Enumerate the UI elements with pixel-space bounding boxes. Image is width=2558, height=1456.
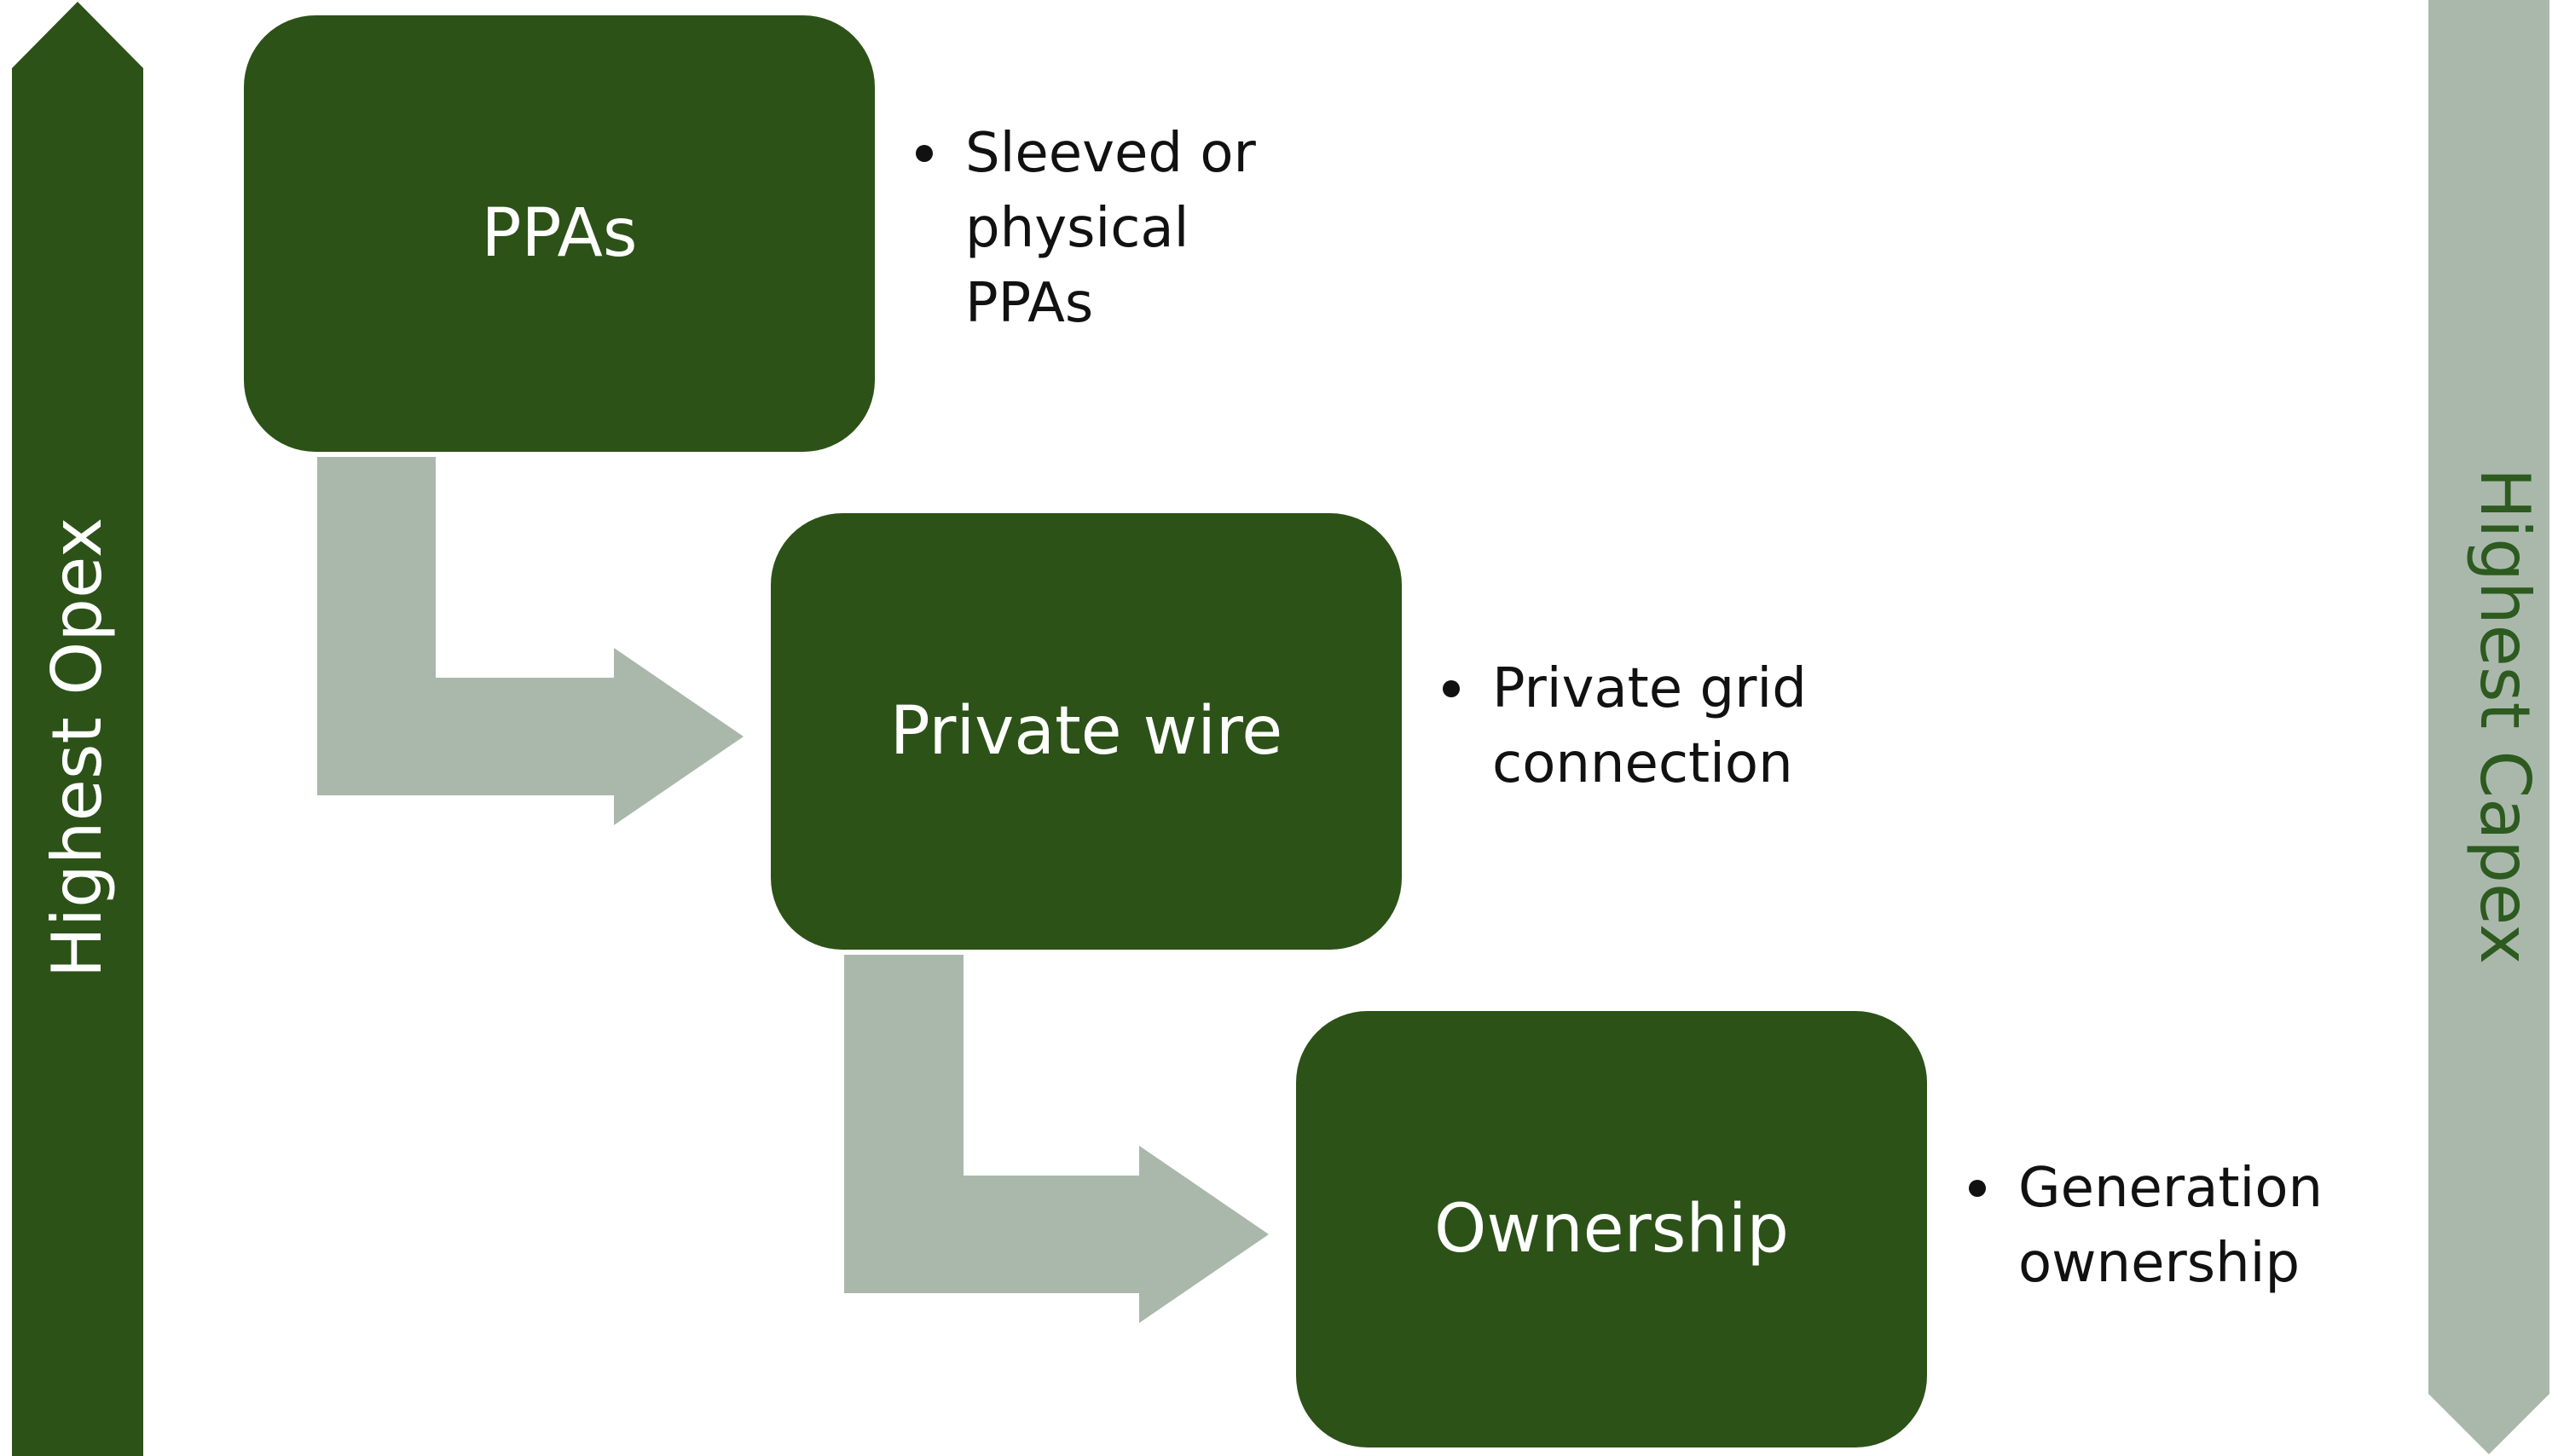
stage-title-ppas: PPAs xyxy=(481,195,638,272)
bullet-item: Sleeved or physical PPAs xyxy=(906,116,1256,341)
stage-box-private-wire: Private wire xyxy=(771,513,1402,950)
opex-arrow-up xyxy=(12,2,143,1456)
stage-title-ownership: Ownership xyxy=(1434,1191,1789,1268)
connector-arrow-private-wire-to-ownership xyxy=(844,955,1269,1323)
connector-arrow-ppas-to-private-wire xyxy=(317,457,744,825)
bullet-list-private-wire: Private grid connection xyxy=(1432,651,1807,801)
stage-box-ppas: PPAs xyxy=(244,15,875,452)
bullet-item: Generation ownership xyxy=(1959,1151,2323,1301)
highest-capex-label: Highest Capex xyxy=(2465,467,2544,965)
bullet-list-ppas: Sleeved or physical PPAs xyxy=(906,116,1256,341)
bullet-item: Private grid connection xyxy=(1432,651,1807,801)
stage-title-private-wire: Private wire xyxy=(889,693,1283,770)
highest-opex-label: Highest Opex xyxy=(38,517,117,979)
bullet-list-ownership: Generation ownership xyxy=(1959,1151,2323,1301)
stage-box-ownership: Ownership xyxy=(1296,1011,1927,1447)
capex-arrow-down xyxy=(2428,0,2549,1454)
